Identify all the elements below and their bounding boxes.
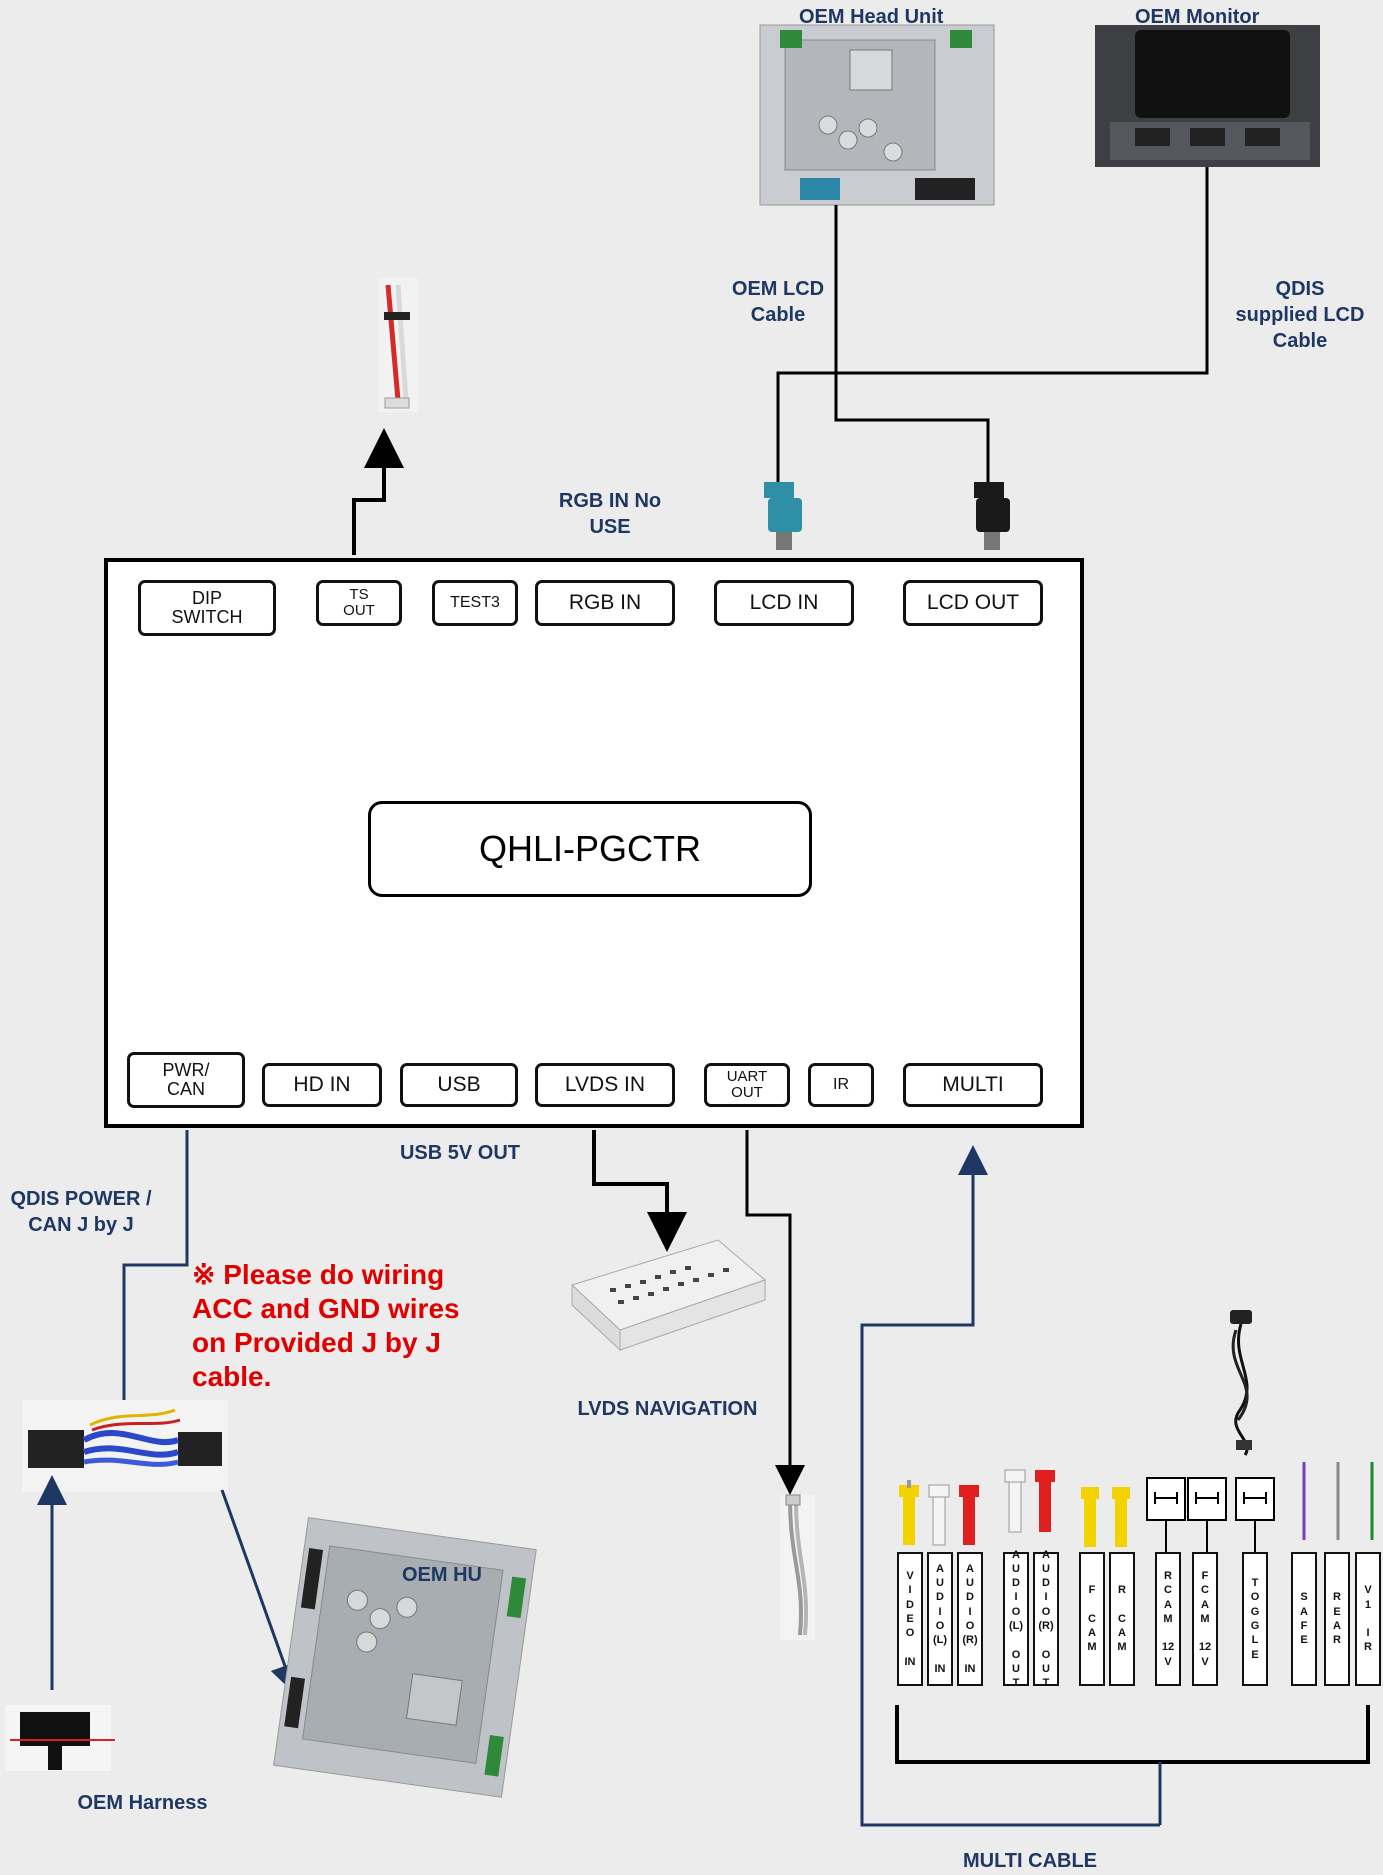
lvds-navigation-label: LVDS NAVIGATION (577, 1398, 758, 1420)
oem-harness-photo (5, 1705, 115, 1771)
multi-col-video-in: V I D E O IN (897, 1552, 923, 1686)
multi-col-rear: R E A R (1324, 1552, 1350, 1686)
oem-hu-label: OEM HU (402, 1564, 482, 1586)
device-title: QHLI-PGCTR (368, 801, 812, 897)
oem-head-unit-photo (759, 24, 995, 206)
multi-col-fcam-12v: F C A M 12 V (1192, 1552, 1218, 1686)
multi-port: MULTI (903, 1063, 1043, 1107)
usb-port: USB (400, 1063, 518, 1107)
pwr-can-port: PWR/ CAN (127, 1052, 245, 1108)
qdis-power-label: QDIS POWER / CAN J by J (10, 1188, 152, 1236)
lvds-navigation-photo (571, 1239, 766, 1352)
rgb-no-use-label: RGB IN No USE (558, 490, 662, 538)
oem-hu-photo (273, 1517, 537, 1798)
fakra-teal-connector (764, 482, 802, 550)
rca-connectors (899, 1469, 1130, 1547)
rgb-in-port: RGB IN (535, 580, 675, 626)
ts-out-port: TS OUT (316, 580, 402, 626)
wiring-note: ※ Please do wiring ACC and GND wires on … (192, 1259, 460, 1392)
j-by-j-harness-photo (22, 1400, 228, 1492)
multi-col-rcam-12v: R C A M 12 V (1155, 1552, 1181, 1686)
lcd-in-port: LCD IN (714, 580, 854, 626)
oem-harness-label: OEM Harness (77, 1792, 208, 1814)
multi-col-f-cam: F C A M (1079, 1552, 1105, 1686)
fakra-black-connector (974, 482, 1010, 550)
multi-col-audio-l-in: A U D I O (L) IN (927, 1552, 953, 1686)
lcd-out-port: LCD OUT (903, 580, 1043, 626)
multi-col-audio-r-in: A U D I O (R) IN (957, 1552, 983, 1686)
multi-col-toggle: T O G G L E (1242, 1552, 1268, 1686)
uart-cable-photo (780, 1494, 815, 1640)
lvds-in-port: LVDS IN (535, 1063, 675, 1107)
multi-col-audio-r-out: A U D I O (R) O U T (1033, 1549, 1059, 1689)
test3-port: TEST3 (432, 580, 518, 626)
multi-col-audio-l-out: A U D I O (L) O U T (1003, 1549, 1029, 1689)
dip-switch-port: DIP SWITCH (138, 580, 276, 636)
hd-in-port: HD IN (262, 1063, 382, 1107)
oem-head-unit-label: OEM Head Unit (799, 6, 944, 28)
gps-antenna-photo (1230, 1310, 1252, 1456)
multi-col-v1-ir: V 1 I R (1355, 1552, 1381, 1686)
ts-cable-photo (378, 278, 418, 412)
ir-port: IR (808, 1063, 874, 1107)
power-connectors (1146, 1477, 1275, 1552)
usb-5v-out-label: USB 5V OUT (399, 1142, 521, 1164)
uart-out-port: UART OUT (704, 1063, 790, 1107)
oem-monitor-photo (1095, 25, 1320, 167)
qdis-lcd-cable-label: QDIS supplied LCD Cable (1235, 278, 1365, 352)
multi-col-safe: S A F E (1291, 1552, 1317, 1686)
oem-monitor-label: OEM Monitor (1135, 6, 1260, 28)
multi-cable-label: MULTI CABLE (962, 1850, 1098, 1872)
oem-lcd-cable-label: OEM LCD Cable (731, 278, 825, 326)
multi-col-r-cam: R C A M (1109, 1552, 1135, 1686)
